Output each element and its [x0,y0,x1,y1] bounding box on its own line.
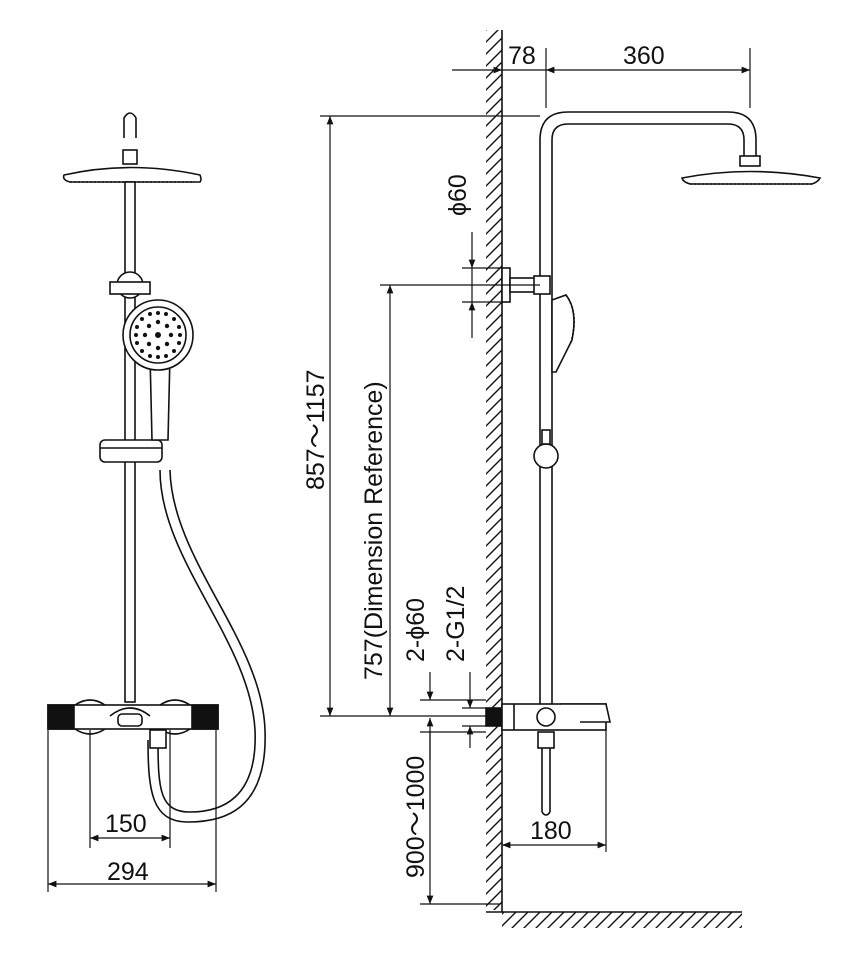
dim-mixer-height: 900～1000 [402,756,430,878]
wall-hatch [486,30,502,910]
dim-wall-to-bar: 78 [508,42,536,70]
side-inlet-nut [485,707,503,727]
floor-hatch [502,912,742,928]
side-bottom-outlet [537,731,555,749]
side-dimensions [320,48,751,905]
head-top-nipple [123,112,137,138]
dim-reference-height: 757(Dimension Reference) [360,381,388,680]
dim-inlet-threads: 2-G1/2 [442,586,470,662]
side-hand-shower [551,294,575,373]
front-bottom-outlet [149,729,167,749]
head-connector [122,149,138,165]
front-hand-holder [99,439,163,463]
side-diverter-knob [536,707,556,727]
dim-width-total: 294 [107,858,149,886]
nozzle-dots [134,311,182,359]
side-head-connector [739,155,761,167]
dim-inlet-covers: 2-ϕ60 [402,598,430,662]
side-top-arm [539,111,757,160]
side-view [485,111,822,816]
front-hose [157,469,256,813]
left-handle [47,704,75,730]
front-view [47,112,266,823]
side-head-shower [681,170,822,185]
front-dimensions [47,730,217,892]
dim-spout-length: 180 [530,817,572,845]
dim-bracket-diameter: ϕ60 [444,174,472,216]
dim-total-height: 857～1157 [302,370,330,490]
dim-arm-length: 360 [623,42,665,70]
side-slider-knob [533,443,559,469]
right-handle [191,704,219,730]
front-head-shower [62,166,202,183]
dim-width-inlets: 150 [105,810,147,838]
side-spout [560,703,611,723]
